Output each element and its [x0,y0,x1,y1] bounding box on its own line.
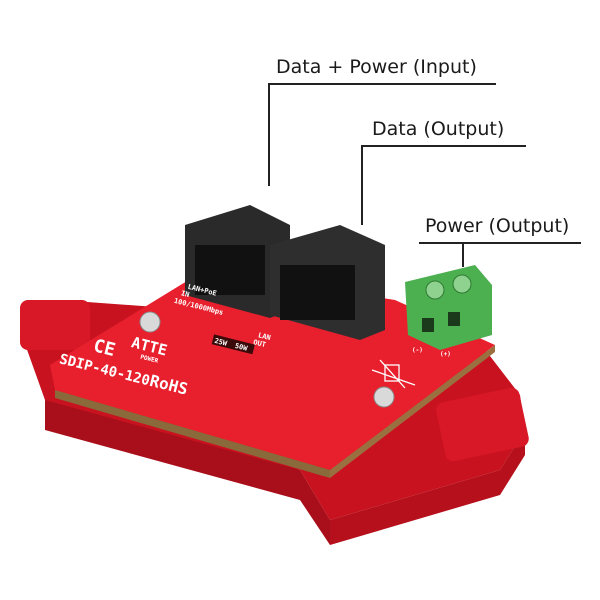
terminal-block [405,265,492,350]
rj45-output-port [280,265,355,320]
port-out-label: LAN [257,331,271,342]
callout-power-output-line [419,242,581,244]
housing-front [330,430,525,545]
mounting-tab-left [20,300,90,350]
brand-sub: POWER [140,354,160,365]
pcb-edge-right [330,345,495,478]
screw-icon [139,311,161,333]
callout-input-line [268,83,496,85]
mounting-tab-right [436,387,529,462]
power-50w: 50W [234,342,249,353]
port-out-label-2: OUT [252,338,266,349]
callout-power-output-leader [462,242,464,267]
callout-data-output-label: Data (Output) [372,118,505,140]
callout-power-output-label: Power (Output) [425,215,570,237]
callout-input-label: Data + Power (Input) [276,56,477,78]
port-in-label-2: IN [180,289,190,299]
terminal-plus-label: (+) [440,351,451,358]
housing-side [45,400,330,545]
callout-input-leader [268,83,270,186]
screw-icon [373,386,395,408]
terminal-hole-plus [448,312,460,326]
ce-mark: CE [91,335,117,361]
callout-data-output-line [361,145,526,147]
rj45-input-port [195,245,265,295]
terminal-hole-minus [422,318,434,332]
terminal-minus-label: (-) [412,347,423,354]
pcb-edge [55,390,330,478]
weee-bin-icon [371,359,416,389]
terminal-screw-plus [452,274,472,294]
terminal-screw-minus [425,280,445,300]
callout-data-output-leader [361,145,363,225]
power-25w: 25W [214,337,229,348]
